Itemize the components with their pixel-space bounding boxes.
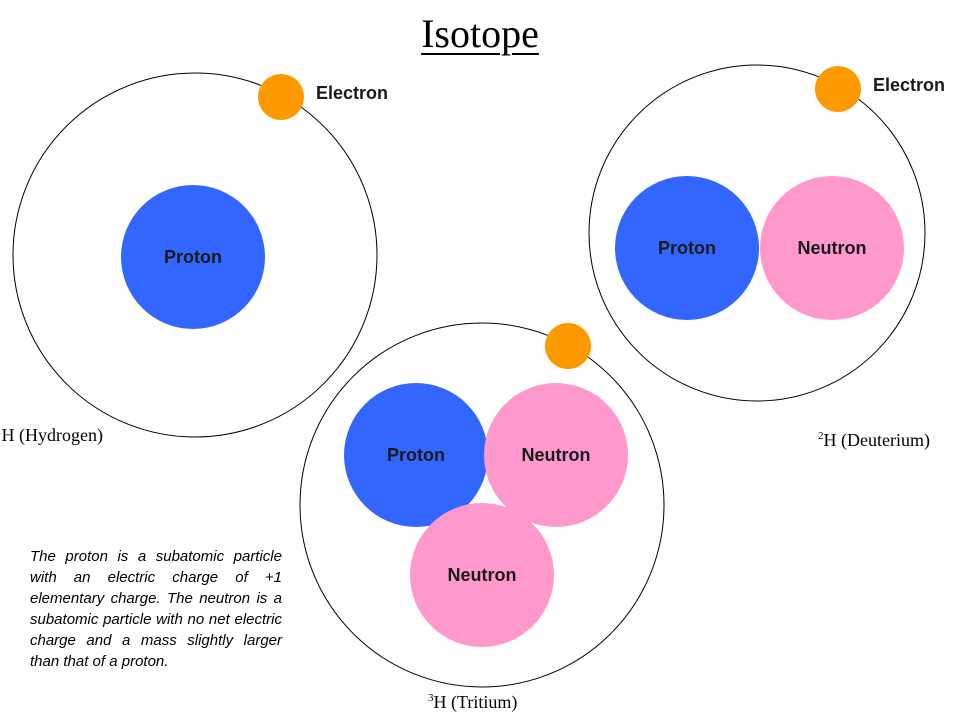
neutron-particle [760,176,904,320]
neutron-label: Neutron [522,445,591,465]
neutron-label: Neutron [798,238,867,258]
proton-particle [344,383,488,527]
electron-particle [545,323,591,369]
description-text: The proton is a subatomic particle with … [30,548,282,670]
proton-particle [121,185,265,329]
neutron-particle [484,383,628,527]
isotope-label: 2H (Deuterium) [818,430,930,451]
electron-particle [258,74,304,120]
orbit-ring [12,72,378,438]
proton-label: Proton [387,445,445,465]
isotope-label: 3H (Tritium) [428,692,517,713]
electron-particle [815,66,861,112]
electron-label: Electron [873,75,945,95]
atom-2: Proton Neutron Electron 2H (Deuterium) [588,64,945,451]
proton-label: Proton [164,247,222,267]
orbit-ring [588,64,926,402]
element-symbol: H (Deuterium) [824,430,930,451]
element-symbol: H (Hydrogen) [2,425,103,446]
electron-label: Electron [316,83,388,103]
orbit-ring [299,322,665,688]
isotope-label: 1H (Hydrogen) [0,425,103,446]
neutron-label: Neutron [448,565,517,585]
mass-number: 3 [428,692,434,704]
page-title: Isotope [421,11,539,56]
element-symbol: H (Tritium) [434,692,518,713]
neutron-particle [410,503,554,647]
proton-particle [615,176,759,320]
mass-number: 2 [818,430,824,442]
proton-label: Proton [658,238,716,258]
mass-number: 1 [0,425,2,437]
atom-1: Proton Electron 1H (Hydrogen) [0,72,388,446]
